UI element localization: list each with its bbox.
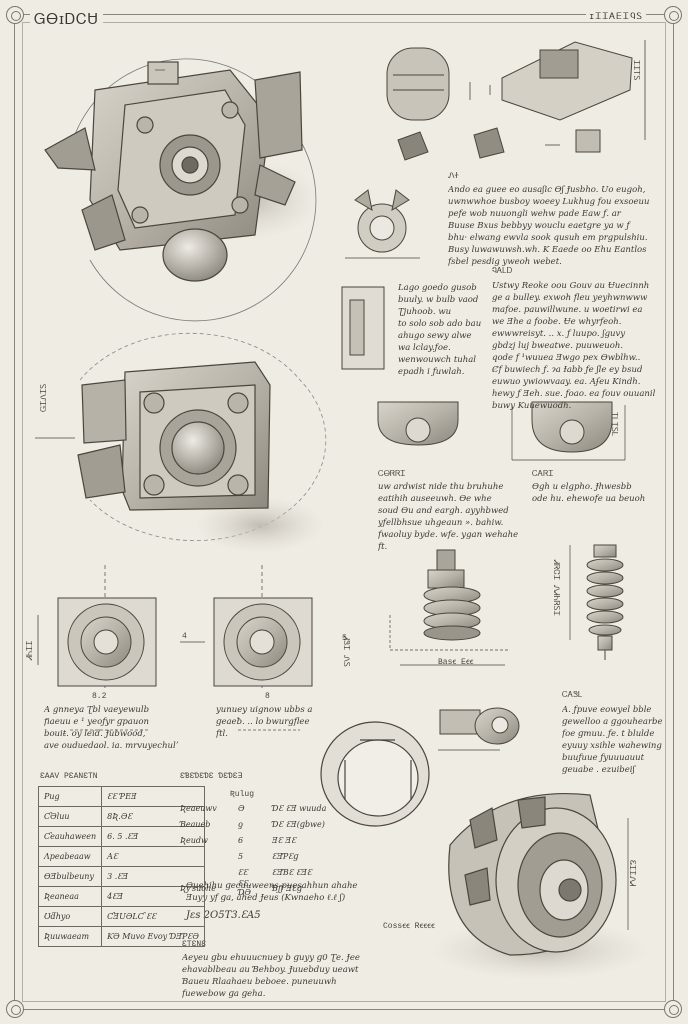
inner-border (22, 22, 666, 1002)
dimension-ticks (70, 69, 300, 731)
kv-table-title: ƐƁƐƊƐƊƐ ƊƐƊƐƎ (180, 772, 243, 781)
small-dim-1: 8.2 (92, 692, 107, 701)
right-dimension: ᏋᏆᏆᏁᏗ (627, 860, 636, 887)
kv-mark: ƐƐ. ƊƏ (238, 879, 251, 897)
small-dim-3: 4 (182, 632, 187, 641)
bracket-part (341, 286, 385, 370)
kv-mark: 5 (238, 851, 244, 861)
list-item: Ɓeaueb ƍ ƊƐ ƐƎ(ɡbwe) (180, 816, 326, 832)
corner-ornament-tr (664, 6, 682, 24)
module-isometric-top (44, 58, 320, 322)
top-right-dimension: ᏆᏆᎢᏚ (631, 60, 640, 81)
outer-border (14, 14, 674, 1010)
table-cell: Ʊƌhyo (37, 906, 103, 927)
list-item: ƐƐ ƐƎƁƐ ƐƎƐ (180, 864, 326, 880)
kv-key: Ʀƴsuohe (180, 883, 216, 893)
caption-label-a: ᏟᎾᏒᏒᏆ (378, 470, 406, 479)
base-label: Baѕꞓ Eꞓꞓ (438, 658, 474, 667)
kv-value: ƊƐ ƐƎ wuuda (272, 803, 327, 813)
flange-views (37, 565, 313, 690)
kv-table-head: Ʀuluɡ (230, 790, 255, 799)
kv-mark: ƐƐ (238, 867, 248, 877)
table-cell: ƟƎbulbeuny (37, 866, 103, 887)
note-top: Ando ea guee eo ausaʃic Ɵʃ Ɉusbho. Uo eu… (448, 185, 650, 267)
left-dimension: ᏗᏂᏆᏆ (26, 640, 35, 660)
kv-value: ƊƐ ƐƎ(ɡbwe) (272, 819, 325, 829)
kv-value: Ɓƒƒ ƎƐɡ (272, 883, 303, 893)
table-cell: ƘƏ Muvo Evoy ƊƎƤƐƏ (101, 926, 205, 947)
table-cell: AƐ (101, 846, 205, 867)
table-cell: ƇƎUƏLƇ ƐƐ (101, 906, 205, 927)
housing-label: Coѕѕꞓꞓ Rꞓꞓꞓꞓ (383, 922, 435, 931)
list-item: 5 ƐƎƤƐɡ (180, 848, 326, 864)
spring-dimension: ᏗᏒᏣᏆ ᏁᏗᏂᏒᏚᏆ (551, 560, 560, 616)
corner-ornament-tl (6, 6, 24, 24)
kv-value: ƐƎƤƐɡ (272, 851, 299, 861)
note-label-2: ᏄᎪᏞᎠ (492, 267, 513, 276)
bottom-mid-code: Jɛs 2O5T3.ƐA5 (186, 910, 261, 921)
corner-ornament-bl (6, 1000, 24, 1018)
ring-section (320, 721, 500, 827)
small-spindle (439, 707, 520, 745)
module-side-view (35, 332, 327, 553)
kv-key: Ʀeaeuwv (180, 803, 217, 813)
table-cell: 4ƐƎ (101, 886, 205, 907)
parts-top-row (386, 40, 646, 161)
table-cell: Pug (37, 786, 103, 807)
kv-key: Ʀeudw (180, 835, 208, 845)
kv-mark: Ə (238, 803, 245, 813)
corner-ornament-br (664, 1000, 682, 1018)
caption-label-b: ᏟᎪᏒᏆ (532, 470, 554, 479)
table-cell: Ʀuuwaeam (37, 926, 103, 947)
table-cell: Ʀeaneaa (37, 886, 103, 907)
kv-value: ƐƎƁƐ ƐƎƐ (272, 867, 313, 877)
part-label: ᏟᎪᏕᏞ (562, 691, 583, 700)
kv-key: Ɓeaueb (180, 819, 211, 829)
spring-part (569, 544, 624, 660)
mid-right-dimension: ᏆᏞᏆᏚᏞ (609, 412, 618, 437)
sheet-subtitle: ɪᏆᏆᎪᎬᏆᏄᏚ (586, 12, 646, 22)
sheet-title: ᏀᎾɪᎠᏟᏌ (30, 10, 103, 28)
table-cell: ƇƏluu (37, 806, 103, 827)
spec-table-title: ƐAAV PƐANƐTN (40, 772, 98, 781)
list-item: Ʀeaeuwv Ə ƊƐ ƐƎ wuuda (180, 800, 326, 816)
turbine-housing (430, 792, 650, 980)
table-cell: Ʌpeabeaaw (37, 846, 103, 867)
kv-mark: ƍ (238, 819, 243, 829)
clamp-parts (377, 401, 626, 461)
side-dimension-label: ᏀᏆᏁᏆᏚ (40, 383, 49, 412)
table-cell: Ƈeauhaween (37, 826, 103, 847)
note-label-1: ᏁᏐ (448, 172, 459, 181)
list-item: Ʀeudw 6 ƎƐ ƎƐ (180, 832, 326, 848)
kv-table: Ʀeaeuwv Ə ƊƐ ƐƎ wuuda Ɓeaueb ƍ ƊƐ ƐƎ(ɡbwe) Ʀ… (180, 800, 326, 898)
small-dim-2: 8 (265, 692, 270, 701)
connector-part (345, 189, 420, 259)
kv-value: ƎƐ ƎƐ (272, 835, 297, 845)
stacked-spool (389, 549, 510, 666)
list-item: Ʀƴsuohe ƐƐ. ƊƏ Ɓƒƒ ƎƐɡ (180, 879, 326, 897)
small-dim-4: 5 (342, 634, 347, 643)
kv-mark: 6 (238, 835, 244, 845)
